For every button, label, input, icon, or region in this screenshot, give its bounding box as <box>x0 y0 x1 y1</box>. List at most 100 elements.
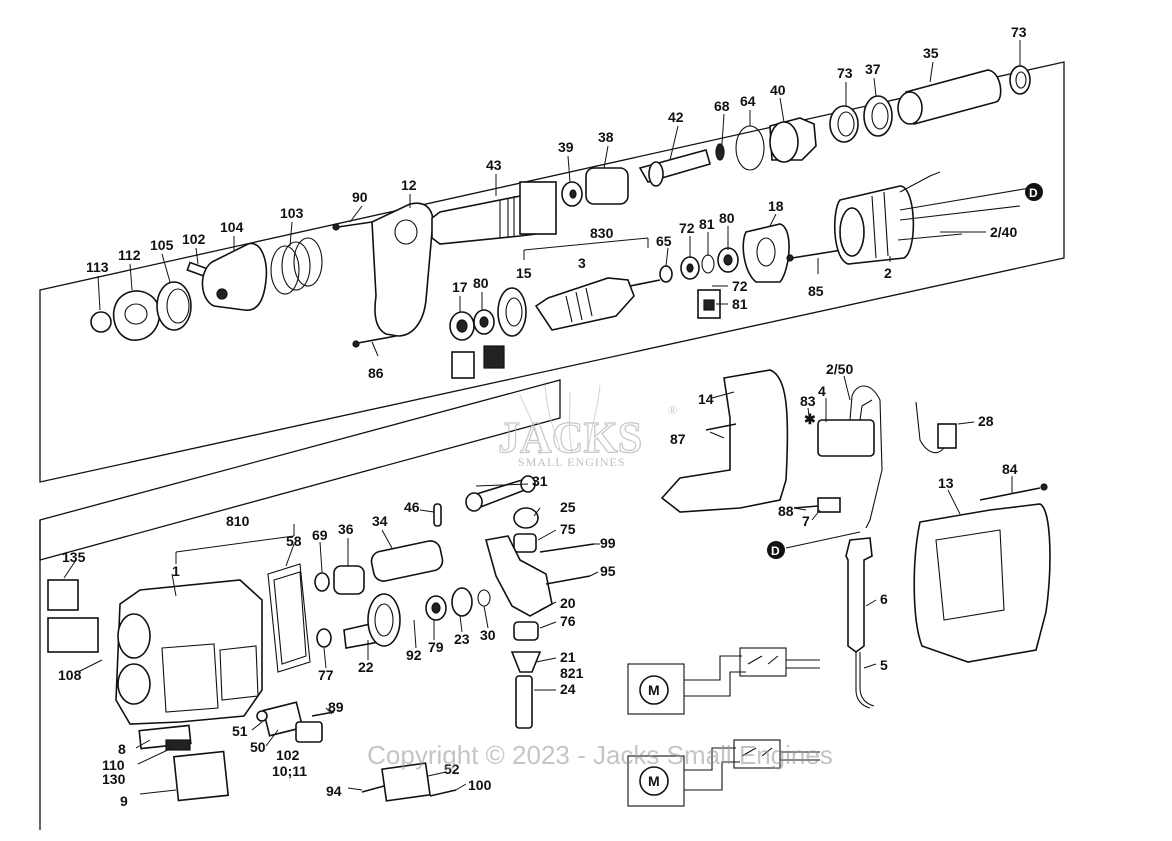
part-72-label-a <box>451 351 475 379</box>
callout-3: 3 <box>578 255 586 271</box>
part-99-screw <box>539 543 595 553</box>
part-12-housing <box>371 202 434 337</box>
part-14-handle <box>660 369 789 513</box>
part-88-screw <box>793 505 819 509</box>
callout-81-lower: 81 <box>732 296 748 312</box>
part-28-insulator <box>937 423 957 449</box>
callout-103: 103 <box>280 205 304 221</box>
part-15-fan <box>497 287 527 337</box>
callout-94: 94 <box>326 783 342 799</box>
part-105-ring <box>156 281 192 331</box>
callout-68: 68 <box>714 98 730 114</box>
part-1-motor-housing <box>115 579 263 725</box>
part-35-sleeve <box>905 69 1002 125</box>
part-84-screw <box>979 487 1041 501</box>
callout-86: 86 <box>368 365 384 381</box>
watermark-registered: ® <box>668 403 678 417</box>
callout-35: 35 <box>923 45 939 61</box>
callout-13: 13 <box>938 475 954 491</box>
callout-112: 112 <box>118 247 141 263</box>
part-36-bearing <box>333 565 365 595</box>
part-18-baffle <box>742 223 790 283</box>
wiring-schematic-bottom: M <box>627 739 820 807</box>
part-30-washer <box>477 589 491 607</box>
callout-73: 73 <box>837 65 853 81</box>
callout-7: 7 <box>802 513 810 529</box>
callout-99: 99 <box>600 535 616 551</box>
part-7-clamp <box>817 497 841 513</box>
part-86-screw <box>357 335 397 344</box>
callout-38: 38 <box>598 129 614 145</box>
callout-21: 21 <box>560 649 576 665</box>
callout-92: 92 <box>406 647 422 663</box>
part-81-ring <box>701 254 715 274</box>
asterisk-marker: ✱ <box>804 411 816 427</box>
callout-102-switch: 102 <box>276 747 300 763</box>
callout-9: 9 <box>120 793 128 809</box>
callout-46: 46 <box>404 499 420 515</box>
part-10-11-brush <box>295 721 323 743</box>
callout-84: 84 <box>1002 461 1018 477</box>
callout-37: 37 <box>865 61 881 77</box>
callout-87: 87 <box>670 431 686 447</box>
callout-43: 43 <box>486 157 502 173</box>
part-85-screw <box>791 249 843 259</box>
motor-symbol-bottom-label: M <box>648 773 660 789</box>
part-65-bushing <box>659 265 673 283</box>
connector-d-lower <box>767 541 785 559</box>
callout-20: 20 <box>560 595 576 611</box>
part-23-gear <box>451 587 473 617</box>
part-135-plate <box>47 579 79 611</box>
part-113-oring <box>90 311 112 333</box>
connector-d-upper <box>1025 183 1043 201</box>
wiring-schematic-top: M <box>627 647 820 715</box>
callout-25: 25 <box>560 499 576 515</box>
callout-102: 102 <box>182 231 206 247</box>
callout-14: 14 <box>698 391 714 407</box>
part-4-switch <box>817 419 875 457</box>
callout-28: 28 <box>978 413 994 429</box>
part-43-flange <box>519 181 557 235</box>
leader-lines <box>63 40 1021 795</box>
callout-76: 76 <box>560 613 576 629</box>
part-52-cover <box>381 762 431 802</box>
callout-40: 40 <box>770 82 786 98</box>
callout-105: 105 <box>150 237 174 253</box>
part-110-plate <box>165 739 191 751</box>
callout-2-40: 2/40 <box>990 224 1017 240</box>
callout-80: 80 <box>719 210 735 226</box>
callout-72: 72 <box>679 220 695 236</box>
part-81-label-a <box>483 345 505 369</box>
callout-821: 821 <box>560 665 584 681</box>
part-51-spring <box>256 710 268 722</box>
callout-36: 36 <box>338 521 354 537</box>
part-100-screw <box>429 789 457 797</box>
part-64-ring <box>735 125 765 171</box>
callout-73-right: 73 <box>1011 24 1027 40</box>
callout-110: 110 <box>102 757 125 773</box>
part-50-switch <box>262 701 304 737</box>
motor-symbol-top-label: M <box>648 682 660 698</box>
connector-d-lower-label: D <box>771 544 780 558</box>
callout-64: 64 <box>740 93 756 109</box>
part-112-cap <box>112 290 161 341</box>
callout-95: 95 <box>600 563 616 579</box>
part-95-screw <box>545 575 591 585</box>
callout-5: 5 <box>880 657 888 673</box>
callout-58: 58 <box>286 533 302 549</box>
callout-72-lower: 72 <box>732 278 748 294</box>
callout-22: 22 <box>358 659 374 675</box>
part-46-pin <box>433 503 442 527</box>
callout-2: 2 <box>884 265 892 281</box>
watermark-brand: JACKS <box>498 413 642 462</box>
callout-23: 23 <box>454 631 470 647</box>
callout-8: 8 <box>118 741 126 757</box>
callout-81: 81 <box>699 216 715 232</box>
part-25-gear <box>513 507 539 529</box>
part-104-nose <box>201 242 268 311</box>
part-87-screw <box>705 423 737 431</box>
callout-12: 12 <box>401 177 417 193</box>
callout-135: 135 <box>62 549 86 565</box>
